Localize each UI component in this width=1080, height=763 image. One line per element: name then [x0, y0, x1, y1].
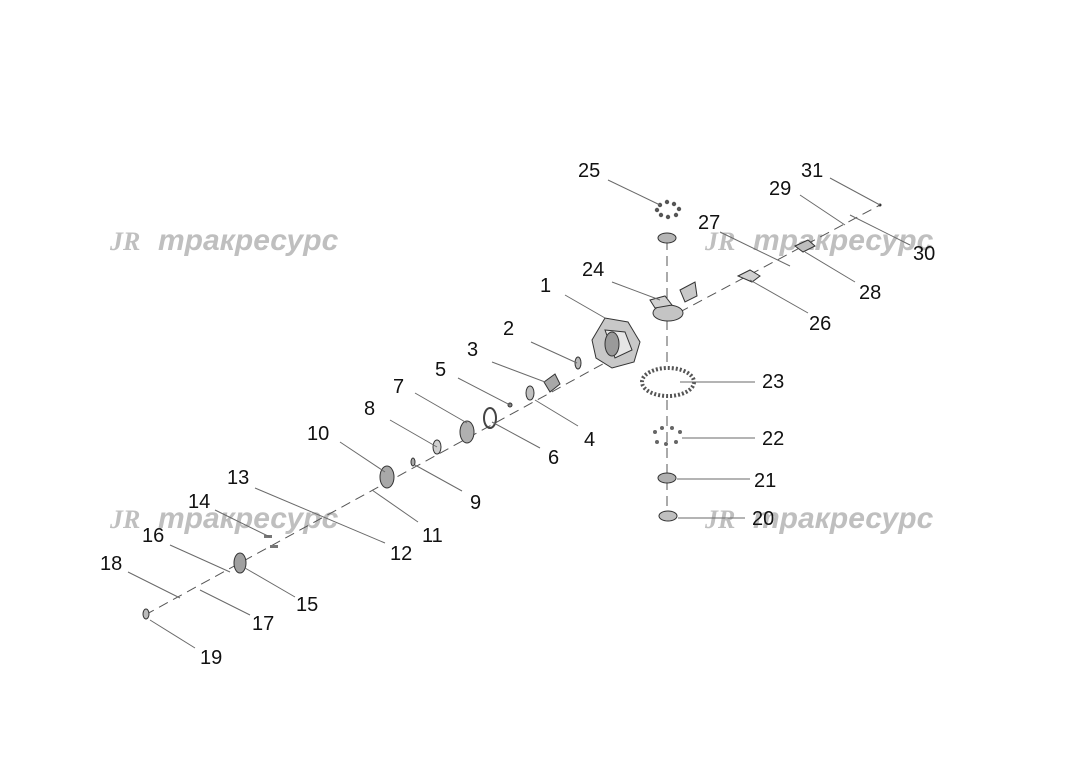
callout-1: 1 — [540, 275, 551, 297]
part-bearing-21 — [657, 472, 677, 484]
callout-9: 9 — [470, 492, 481, 514]
watermark-text: тракресурс — [753, 224, 934, 257]
part-housing — [591, 317, 641, 369]
main-axis-right — [664, 204, 881, 321]
callout-30: 30 — [913, 243, 935, 265]
part-flange-7 — [459, 420, 475, 444]
callout-2: 2 — [503, 318, 514, 340]
part-nut-14 — [264, 535, 278, 548]
callout-22: 22 — [762, 428, 784, 450]
callout-17: 17 — [252, 613, 274, 635]
callout-26: 26 — [809, 313, 831, 335]
callout-14: 14 — [188, 491, 210, 513]
callout-25: 25 — [578, 160, 600, 182]
part-bearing-2 — [574, 356, 582, 370]
callout-11: 11 — [422, 525, 443, 547]
watermark-4: JR тракресурс — [704, 502, 934, 535]
watermark-logo: JR — [109, 505, 140, 534]
part-cup-20 — [658, 510, 678, 522]
part-ring-4 — [525, 385, 535, 401]
callout-24: 24 — [582, 259, 604, 281]
callout-20: 20 — [752, 508, 774, 530]
watermark-text: тракресурс — [753, 502, 934, 535]
callout-4: 4 — [584, 429, 595, 451]
callout-16: 16 — [142, 525, 164, 547]
callout-23: 23 — [762, 371, 784, 393]
part-flange-10 — [379, 465, 395, 489]
callout-18: 18 — [100, 553, 122, 575]
callout-31: 31 — [801, 160, 823, 182]
main-axis-left — [144, 359, 611, 616]
leader-lines — [127, 177, 911, 649]
callout-12: 12 — [390, 543, 412, 565]
callout-27: 27 — [698, 212, 720, 234]
part-cap-28 — [794, 239, 816, 253]
part-shim-6 — [483, 407, 497, 429]
part-cap-26 — [736, 269, 761, 283]
callout-8: 8 — [364, 398, 375, 420]
callout-13: 13 — [227, 467, 249, 489]
part-differential-24 — [649, 281, 698, 322]
watermark-2: JR тракресурс — [704, 224, 934, 257]
watermark-text: тракресурс — [158, 502, 339, 535]
callout-3: 3 — [467, 339, 478, 361]
part-yoke-15 — [233, 552, 247, 574]
watermark-text: тракресурс — [158, 224, 339, 257]
watermark-logo: JR — [704, 227, 735, 256]
callout-10: 10 — [307, 423, 329, 445]
callout-19: 19 — [200, 647, 222, 669]
watermark-logo: JR — [109, 227, 140, 256]
part-pinion-3 — [543, 373, 561, 393]
part-bolts-22 — [653, 426, 682, 446]
callout-28: 28 — [859, 282, 881, 304]
callout-29: 29 — [769, 178, 791, 200]
part-bearing-top — [657, 232, 677, 244]
callout-5: 5 — [435, 359, 446, 381]
part-nuts-25 — [654, 199, 682, 220]
callout-7: 7 — [393, 376, 404, 398]
watermark-3: JR тракресурс — [109, 502, 339, 535]
watermark-1: JR тракресурс — [109, 224, 339, 257]
part-bolt-19 — [142, 608, 150, 620]
callout-15: 15 — [296, 594, 318, 616]
watermark-logo: JR — [704, 505, 735, 534]
callout-21: 21 — [754, 470, 776, 492]
part-seal-9 — [410, 457, 416, 467]
callout-6: 6 — [548, 447, 559, 469]
